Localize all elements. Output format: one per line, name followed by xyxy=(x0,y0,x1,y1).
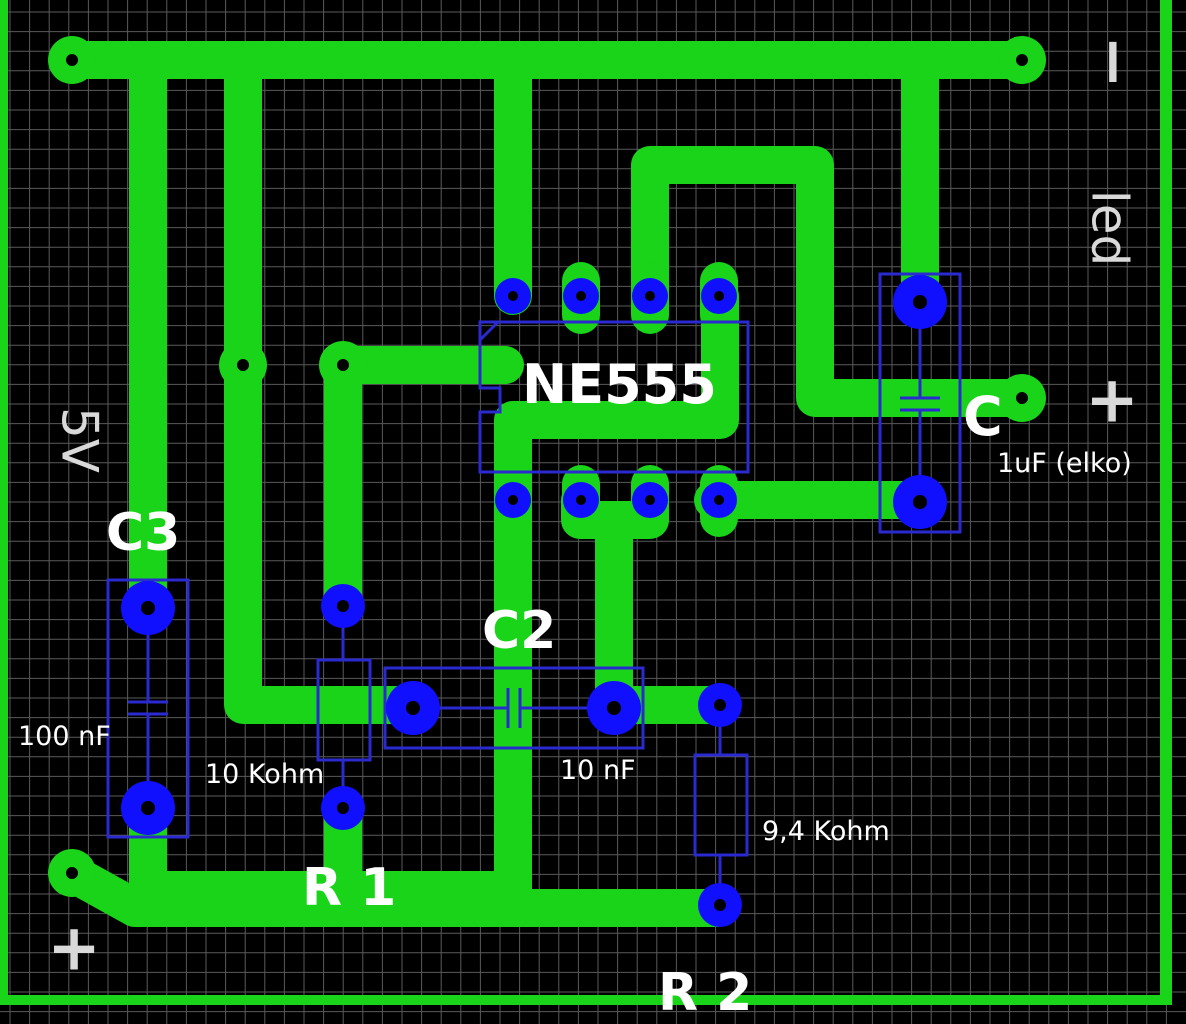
r2-value: 9,4 Kohm xyxy=(762,816,890,847)
c-value: 1uF (elko) xyxy=(997,448,1132,479)
c2-outline xyxy=(383,666,645,750)
c3-symbol xyxy=(128,608,168,808)
c3-label: C3 xyxy=(106,503,180,563)
trace-loop xyxy=(631,146,1041,417)
trace-ground xyxy=(53,854,737,927)
outline-bottom xyxy=(0,995,1172,1005)
ic-outline xyxy=(478,320,750,474)
labels: NE555 C 1uF (elko) C3 100 nF C2 10 nF R … xyxy=(18,35,1149,1023)
ic-label: NE555 xyxy=(522,353,717,416)
outline-left xyxy=(0,0,8,1005)
c-label: C xyxy=(963,385,1003,448)
c2-symbol xyxy=(413,688,614,728)
r2-label: R 2 xyxy=(658,963,752,1023)
c3-outline xyxy=(106,578,190,839)
r1-label: R 1 xyxy=(302,858,396,918)
trace-ic-middle xyxy=(494,277,739,909)
capacitor-symbols xyxy=(128,302,940,905)
c3-value: 100 nF xyxy=(18,721,111,752)
component-outlines xyxy=(106,272,962,857)
c2-label: C2 xyxy=(482,601,556,661)
trace-left-inner xyxy=(224,41,432,724)
blue-pads xyxy=(121,275,947,927)
green-pads xyxy=(48,36,1046,897)
c-symbol xyxy=(900,302,940,502)
board-outline xyxy=(0,0,1172,1005)
plus-marking-right: + xyxy=(1085,364,1139,438)
plus-marking-bottom: + xyxy=(47,912,101,986)
led-marking: led xyxy=(1081,190,1139,266)
r1-value: 10 Kohm xyxy=(205,759,324,790)
outline-right xyxy=(1160,0,1172,1005)
voltage-marking: 5V xyxy=(51,407,109,473)
minus-marking: − xyxy=(1075,35,1149,89)
ic-pin1-mark xyxy=(478,320,500,342)
c-outline xyxy=(878,272,962,534)
c2-value: 10 nF xyxy=(560,755,636,786)
